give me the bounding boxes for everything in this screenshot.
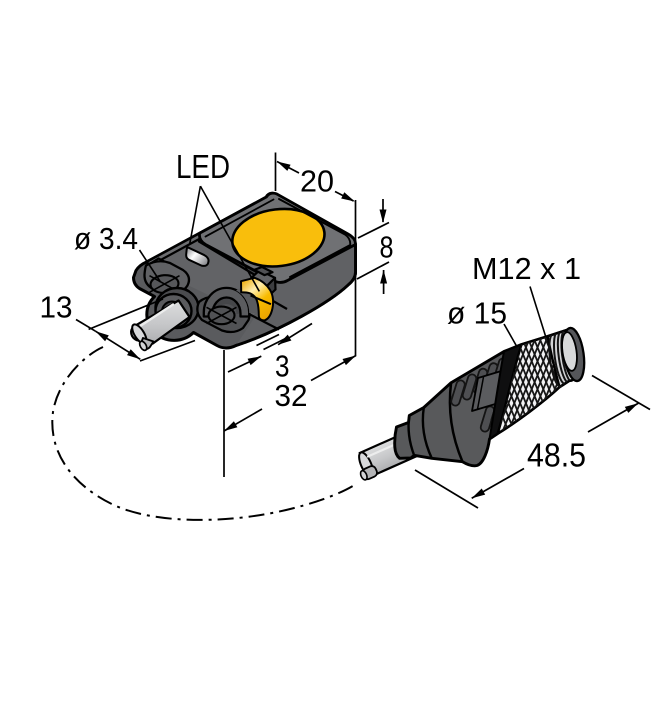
svg-text:ø 3.4: ø 3.4: [74, 221, 138, 256]
svg-text:13: 13: [40, 290, 73, 325]
svg-text:ø 15: ø 15: [447, 296, 507, 331]
svg-text:3: 3: [275, 349, 290, 384]
svg-text:20: 20: [300, 164, 334, 199]
svg-text:LED: LED: [176, 148, 230, 185]
svg-text:48.5: 48.5: [527, 437, 586, 474]
svg-text:M12 x 1: M12 x 1: [472, 251, 581, 286]
svg-text:32: 32: [275, 378, 308, 413]
svg-text:8: 8: [380, 230, 394, 265]
